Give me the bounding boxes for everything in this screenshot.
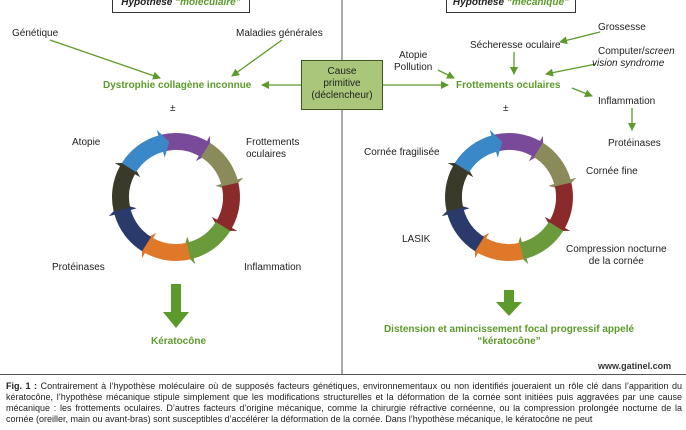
right-cycle-arrow-3 bbox=[544, 182, 573, 232]
left-cycle-arrow-5 bbox=[141, 232, 191, 261]
label-left-inflammation: Inflammation bbox=[244, 262, 302, 273]
label-compression: Compression nocturne de la cornée bbox=[566, 244, 667, 267]
label-side-inflammation: Inflammation bbox=[598, 96, 656, 107]
label-cornee-fine: Cornée fine bbox=[586, 166, 638, 177]
label-maladies-generales: Maladies générales bbox=[236, 28, 323, 39]
left-cycle-arrow-3 bbox=[211, 182, 240, 232]
left-hypothesis-prefix: Hypothèse bbox=[121, 0, 176, 8]
label-computer-a: Computer/ bbox=[598, 46, 645, 57]
website-link[interactable]: www.gatinel.com bbox=[598, 361, 672, 371]
right-hypothesis-title: Hypothèse “mécanique” bbox=[446, 0, 576, 13]
label-secheresse: Sécheresse oculaire bbox=[470, 40, 561, 51]
label-left-atopie: Atopie bbox=[72, 137, 101, 148]
cause-primitive-box: Cause primitive (déclencheur) bbox=[301, 60, 383, 110]
arrow-genetique bbox=[49, 39, 161, 80]
label-left-frottements: Frottements oculaires bbox=[246, 137, 300, 160]
left-cycle-arrow-4 bbox=[182, 221, 231, 265]
left-cycle-arrow-2 bbox=[200, 142, 244, 191]
right-hypothesis-word: “mécanique” bbox=[506, 0, 570, 8]
left-cycle-top-symbol: ± bbox=[170, 103, 176, 114]
arrow-keratocone bbox=[163, 284, 189, 328]
right-cycle-arrow-6 bbox=[441, 203, 485, 252]
label-distension: Distension et amincissement focal progre… bbox=[383, 324, 635, 347]
right-cycle bbox=[441, 129, 577, 265]
arrow-maladies bbox=[231, 39, 283, 77]
label-side-proteinases: Protéinases bbox=[608, 138, 661, 149]
figure-caption: Fig. 1 : Contrairement à l’hypothèse mol… bbox=[6, 381, 682, 425]
label-vision-syndrome: vision syndrome bbox=[592, 58, 665, 69]
right-cycle-top-symbol: ± bbox=[503, 103, 509, 114]
left-cycle bbox=[108, 129, 244, 265]
right-cycle-arrow-7 bbox=[445, 162, 474, 212]
left-hypothesis-title: Hypothèse “moléculaire” bbox=[112, 0, 250, 13]
caption-text: Contrairement à l’hypothèse moléculaire … bbox=[6, 381, 682, 424]
right-cycle-arrow-1 bbox=[494, 133, 544, 162]
arrow-grossesse bbox=[559, 31, 601, 45]
label-cornee-fragilisee: Cornée fragilisée bbox=[364, 147, 440, 158]
arrow-to-inflammation bbox=[571, 87, 593, 98]
right-cycle-arrow-5 bbox=[474, 232, 524, 261]
label-genetique: Génétique bbox=[12, 28, 59, 39]
left-cycle-arrow-1 bbox=[161, 133, 211, 162]
caption-label: Fig. 1 : bbox=[6, 381, 38, 391]
left-hypothesis-word: “moléculaire” bbox=[175, 0, 241, 8]
arrow-distension bbox=[496, 290, 522, 316]
caption-divider bbox=[0, 374, 686, 375]
label-frottements-oculaires: Frottements oculaires bbox=[456, 80, 561, 91]
arrow-atopie-pollution bbox=[437, 69, 455, 79]
label-computer-screen: Computer/screen bbox=[598, 46, 675, 58]
right-cycle-arrow-8 bbox=[454, 129, 503, 173]
right-cycle-arrow-4 bbox=[515, 221, 564, 265]
left-cycle-arrow-6 bbox=[108, 203, 152, 252]
label-atopie-pollution: Atopie Pollution bbox=[394, 50, 433, 73]
label-computer-b: screen bbox=[644, 46, 675, 57]
cause-primitive-text: Cause primitive (déclencheur) bbox=[311, 66, 373, 101]
left-cycle-arrow-8 bbox=[121, 129, 170, 173]
label-keratocone: Kératocône bbox=[151, 336, 207, 347]
right-hypothesis-prefix: Hypothèse bbox=[452, 0, 507, 8]
label-left-proteinases: Protéinases bbox=[52, 262, 105, 273]
label-dystrophie: Dystrophie collagène inconnue bbox=[103, 80, 252, 91]
left-cycle-arrow-7 bbox=[112, 162, 141, 212]
label-grossesse: Grossesse bbox=[598, 22, 646, 33]
arrow-computer bbox=[545, 63, 597, 77]
label-lasik: LASIK bbox=[402, 234, 431, 245]
right-cycle-arrow-2 bbox=[533, 142, 577, 191]
